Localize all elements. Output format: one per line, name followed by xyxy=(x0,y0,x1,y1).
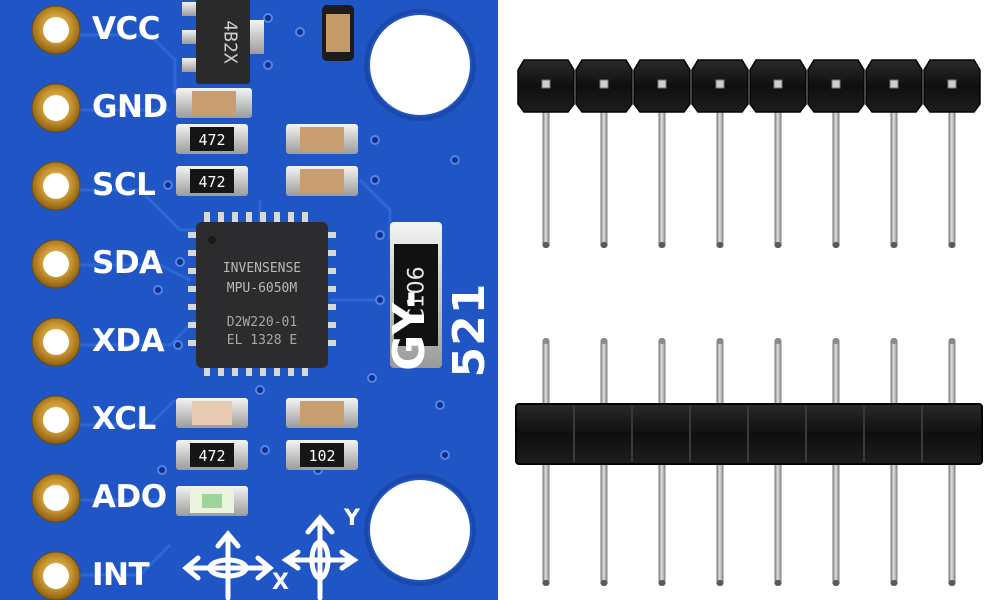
header-top-pin xyxy=(774,100,782,246)
pin-label-xda: XDA xyxy=(92,323,165,359)
resistor-marking-3: 472 xyxy=(198,447,225,465)
axis-x-label: X xyxy=(272,570,289,595)
chip-brand: INVENSENSE xyxy=(223,261,301,276)
pin-label-int: INT xyxy=(92,557,150,593)
model-label: GY-521 xyxy=(384,282,495,378)
pin-headers xyxy=(515,59,983,586)
capacitor-marking: C106 xyxy=(405,266,430,323)
header-top-pin xyxy=(658,100,666,246)
chip-code-2: EL 1328 E xyxy=(227,333,297,348)
header-top-pin xyxy=(832,100,840,246)
header-top-pin xyxy=(716,100,724,246)
axis-y-label: Y xyxy=(344,506,360,531)
chip-code-1: D2W220-01 xyxy=(227,315,297,330)
header-top-pin xyxy=(542,100,550,246)
header-top-pin xyxy=(890,100,898,246)
pin-label-xcl: XCL xyxy=(92,401,156,437)
pin-label-sda: SDA xyxy=(92,245,163,281)
chip-part: MPU-6050M xyxy=(227,281,298,296)
resistor-marking-2: 472 xyxy=(198,173,225,191)
header-top-pin xyxy=(600,100,608,246)
board-artwork: 4B2X 472 472 472 102 C106 INVENSENSE MPU… xyxy=(31,0,476,600)
resistor-marking-1: 472 xyxy=(198,131,225,149)
pin-label-gnd: GND xyxy=(92,89,168,125)
pin-label-vcc: VCC xyxy=(92,11,161,47)
pin-header-bottom xyxy=(515,338,983,586)
pin-label-scl: SCL xyxy=(92,167,156,203)
regulator-marking: 4B2X xyxy=(220,20,241,64)
resistor-marking-4: 102 xyxy=(308,447,335,465)
header-top-pin xyxy=(948,100,956,246)
pin-label-ado: ADO xyxy=(92,479,167,515)
gy521-board: 4B2X 472 472 472 102 C106 INVENSENSE MPU… xyxy=(0,0,498,600)
pin-header-top xyxy=(517,59,981,248)
